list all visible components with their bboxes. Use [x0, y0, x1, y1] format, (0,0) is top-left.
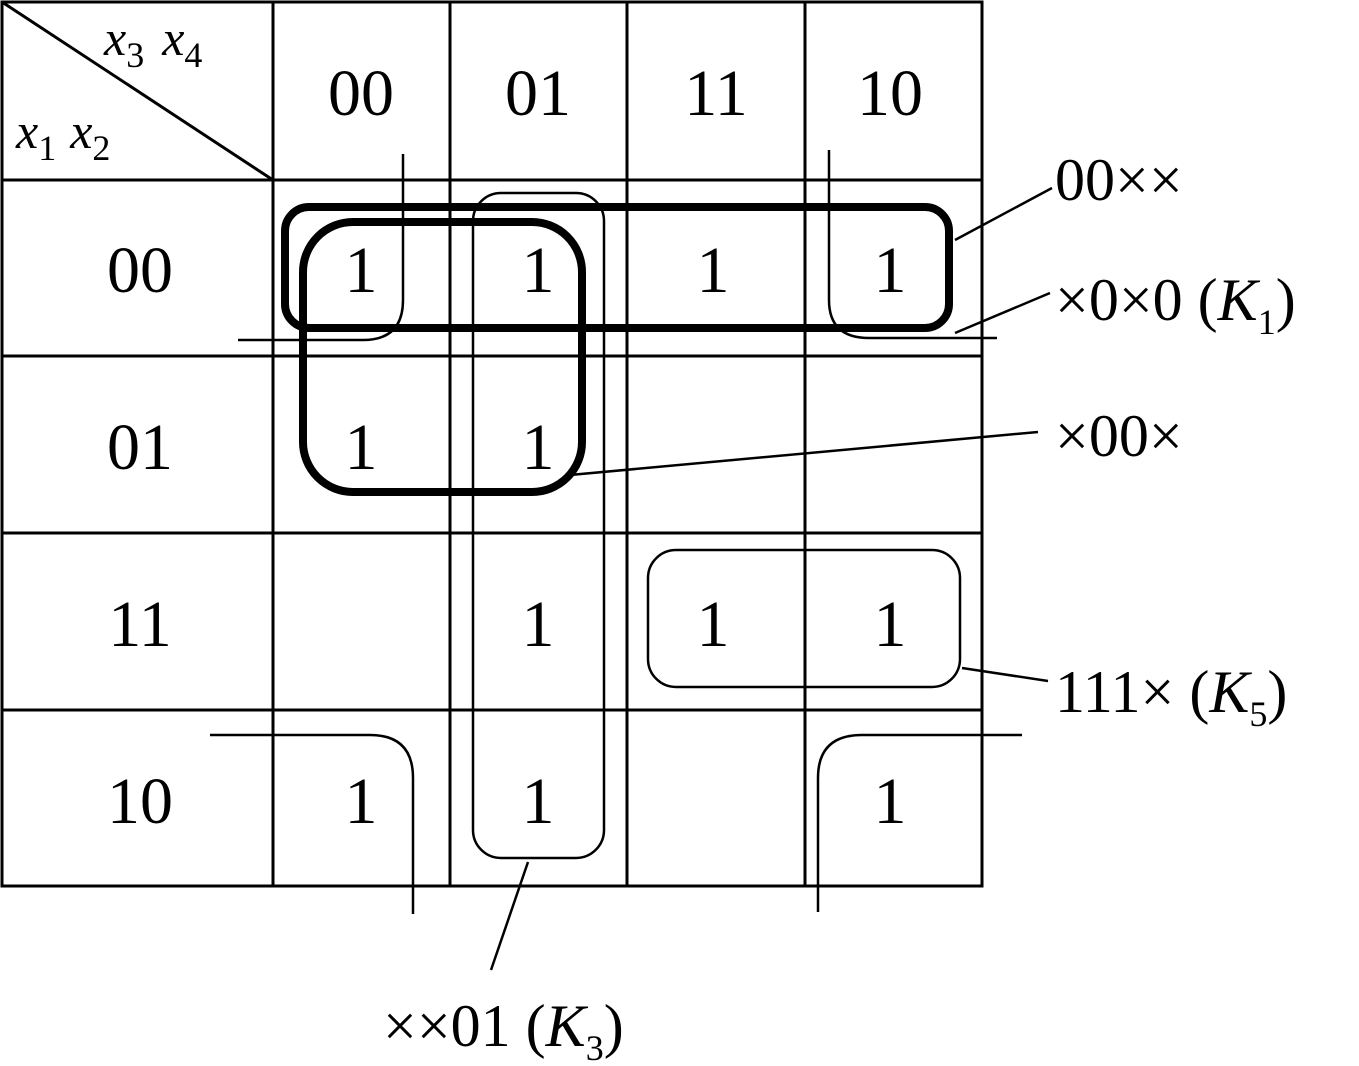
cell-r3-c3: 1 — [874, 765, 907, 838]
loop-x0x0-top-left — [238, 154, 405, 342]
label-111x: 111× (K5) — [1055, 659, 1287, 734]
cell-r2-c2: 1 — [697, 588, 730, 661]
col-header-1: 01 — [505, 57, 571, 130]
loop-x00x — [299, 218, 586, 496]
cell-r3-c0: 1 — [345, 765, 378, 838]
col-header-2: 11 — [684, 57, 748, 130]
cell-r1-c1: 1 — [522, 411, 555, 484]
col-header-0: 00 — [328, 57, 394, 130]
loop-x0x0-top-right — [827, 150, 997, 340]
col-header-3: 10 — [857, 57, 923, 130]
leader-xx01 — [489, 861, 530, 971]
cell-r0-c3: 1 — [874, 234, 907, 307]
leader-lines — [489, 186, 1053, 971]
group-loops — [210, 150, 1022, 914]
loop-xx01 — [471, 191, 606, 860]
row-header-2: 11 — [108, 588, 172, 661]
cell-r0-c2: 1 — [697, 234, 730, 307]
cell-r2-c1: 1 — [522, 588, 555, 661]
cell-r3-c1: 1 — [522, 765, 555, 838]
label-xx01: ××01 (K3) — [383, 993, 624, 1066]
cell-values: 1 1 1 1 1 1 1 1 1 1 1 1 — [345, 234, 907, 838]
row-header-1: 01 — [107, 411, 173, 484]
row-header-0: 00 — [107, 234, 173, 307]
cell-r0-c0: 1 — [345, 234, 378, 307]
column-headers: 00 01 11 10 — [328, 57, 923, 130]
kmap-grid — [0, 0, 984, 888]
group-labels: 00×× ×0×0 (K1) ×00× 111× (K5) ××01 (K3) — [383, 147, 1296, 1066]
loop-x0x0-bottom-right — [816, 733, 1022, 912]
loop-x0x0-bottom-left — [210, 733, 415, 914]
leader-x00x — [569, 430, 1039, 477]
cell-r0-c1: 1 — [522, 234, 555, 307]
corner-diagonal — [1, 0, 274, 182]
label-00xx: 00×× — [1055, 147, 1183, 213]
row-headers: 00 01 11 10 — [107, 234, 173, 838]
row-header-3: 10 — [107, 765, 173, 838]
loop-111x — [646, 548, 962, 689]
label-x0x0: ×0×0 (K1) — [1055, 267, 1296, 342]
grid-border — [0, 0, 984, 888]
loop-00xx — [281, 203, 953, 332]
leader-x0x0 — [954, 291, 1051, 335]
leader-00xx — [954, 186, 1053, 242]
leader-111x — [961, 666, 1049, 683]
cell-r2-c3: 1 — [874, 588, 907, 661]
cell-r1-c0: 1 — [345, 411, 378, 484]
label-x00x: ×00× — [1055, 403, 1183, 469]
